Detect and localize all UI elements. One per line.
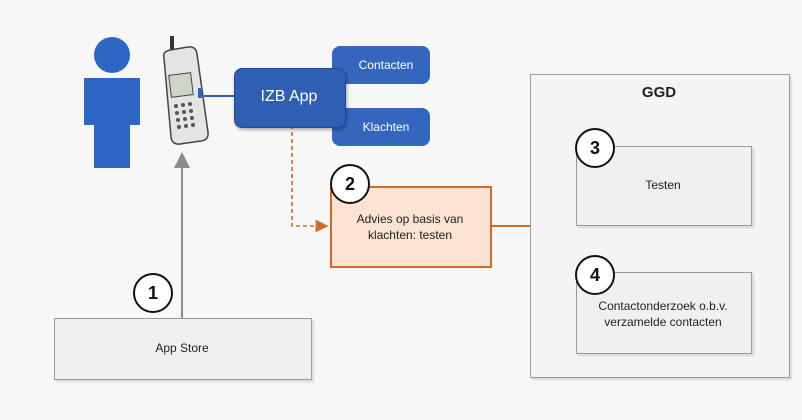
contacten-box xyxy=(332,46,430,84)
app-store-box xyxy=(54,318,312,380)
mobile-phone-icon xyxy=(162,36,209,145)
testen-label: Testen xyxy=(645,178,681,192)
person-icon xyxy=(84,37,140,168)
step-4-number: 4 xyxy=(589,264,600,285)
ggd-title: GGD xyxy=(641,83,677,101)
contactonderzoek-label: Contactonderzoek o.b.v. verzamelde conta… xyxy=(598,299,728,329)
app-store-label: App Store xyxy=(155,341,209,355)
izb-app-box xyxy=(234,68,346,128)
step-1-badge: 1 xyxy=(133,273,173,313)
contacten-label: Contacten xyxy=(358,58,414,72)
izb-app-label: IZB App xyxy=(260,88,318,105)
step-3-badge: 3 xyxy=(575,128,615,168)
step-2-badge: 2 xyxy=(330,164,370,204)
advice-label: Advies op basis van klachten: testen xyxy=(356,212,464,242)
step-4-badge: 4 xyxy=(575,255,615,295)
klachten-box xyxy=(332,108,430,146)
step-2-number: 2 xyxy=(344,173,355,194)
step-3-number: 3 xyxy=(589,137,600,158)
step-1-number: 1 xyxy=(147,282,158,303)
klachten-label: Klachten xyxy=(362,120,410,134)
